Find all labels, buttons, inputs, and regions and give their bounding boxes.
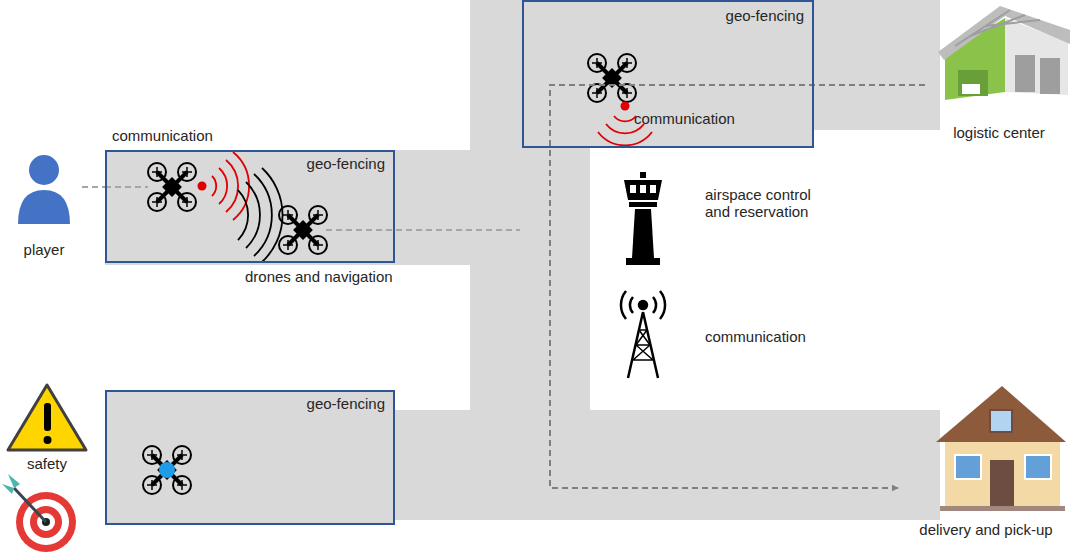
- drone-icons: [143, 54, 636, 494]
- dashed-route: [82, 186, 105, 188]
- house-figure: delivery and pick-up: [900, 380, 1072, 542]
- warehouse-icon: [938, 6, 1070, 100]
- geofence-zone: geo-fencing communication: [522, 0, 814, 148]
- geofence-zone: geo-fencing: [105, 390, 395, 525]
- node-title: geo-fencing: [307, 395, 385, 412]
- annotation-label: safety: [2, 455, 92, 472]
- target-icon: [2, 474, 76, 552]
- node-title: geo-fencing: [726, 7, 804, 24]
- house-icon: [936, 386, 1066, 511]
- signal-waves: [212, 116, 652, 262]
- node-title: logistic center: [953, 124, 1045, 141]
- annotation-label: drones and navigation: [245, 268, 415, 285]
- node-title: delivery and pick-up: [919, 521, 1052, 538]
- annotation-label: airspace control and reservation: [705, 186, 830, 221]
- geofence-zone: geo-fencing: [105, 150, 395, 263]
- annotation-label: communication: [705, 328, 835, 345]
- node-title: player: [24, 241, 65, 258]
- grey-ground: [105, 0, 940, 525]
- annotation-label: communication: [112, 127, 242, 144]
- antenna-icon: [621, 291, 665, 378]
- warning-sign-icon: [8, 385, 86, 450]
- player-icon: [18, 155, 70, 224]
- control-tower-icon: [624, 172, 662, 265]
- node-text: communication: [634, 110, 735, 127]
- actor-figure: player: [0, 150, 88, 262]
- warehouse-figure: logistic center: [925, 0, 1073, 145]
- dashed-paths: [105, 187, 520, 230]
- dashed-route: [550, 85, 925, 488]
- node-title: geo-fencing: [307, 155, 385, 172]
